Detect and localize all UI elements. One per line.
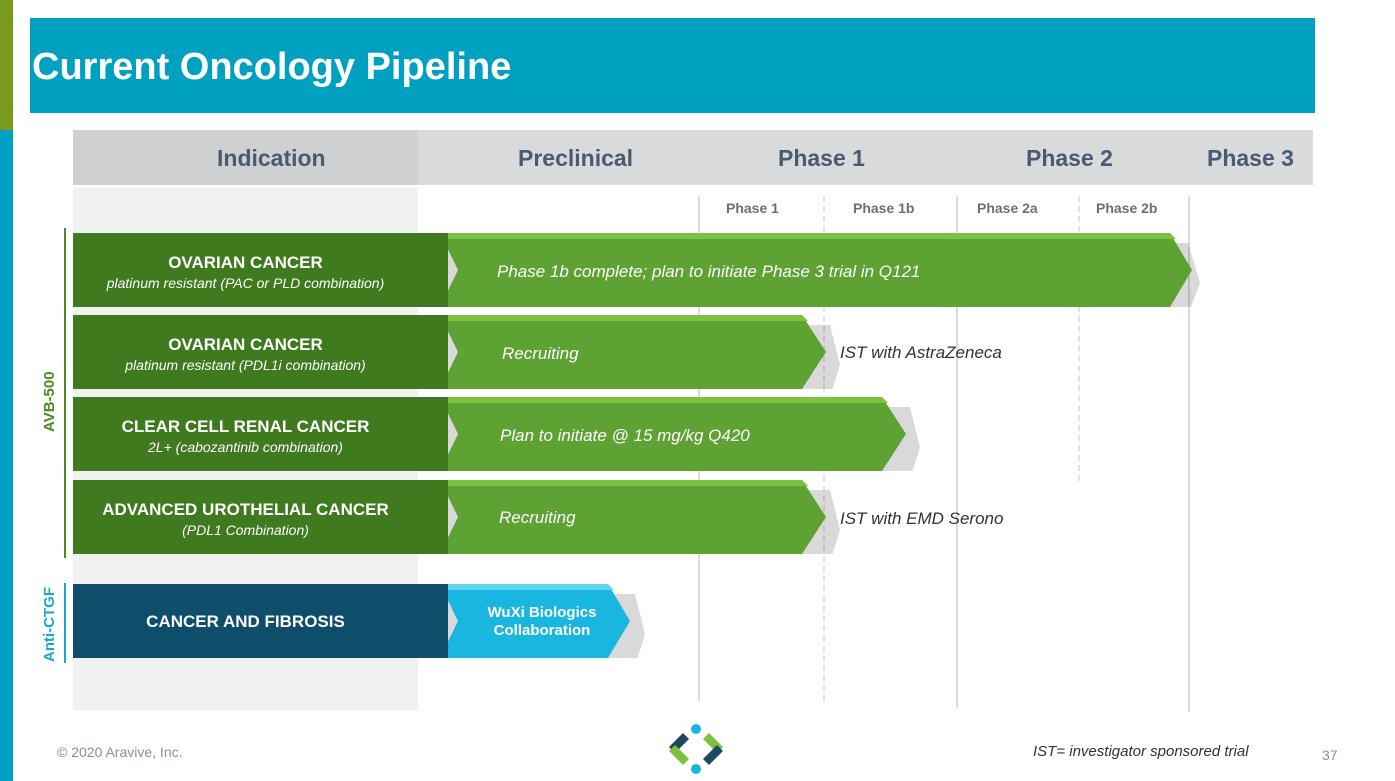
subheader-phase2a: Phase 2a	[977, 200, 1038, 216]
row5-status: WuXi Biologics Collaboration	[462, 604, 622, 640]
row4-progress-arrow	[440, 480, 840, 554]
left-accent-green	[0, 0, 13, 130]
row5-progress-arrow	[440, 584, 645, 658]
aravive-logo	[669, 724, 723, 774]
header-phase1: Phase 1	[778, 145, 865, 171]
row1-progress-arrow	[440, 233, 1200, 307]
phase2b-divider	[1078, 196, 1080, 481]
avb500-bracket	[64, 228, 66, 558]
header-preclinical: Preclinical	[518, 145, 634, 171]
row2-progress-arrow	[440, 315, 840, 389]
row5-status-line2: Collaboration	[493, 622, 591, 639]
page-number: 37	[1322, 747, 1338, 763]
anti-ctgf-label: Anti-CTGF	[41, 587, 58, 662]
avb500-label: AVB-500	[41, 371, 58, 432]
row3-indication: CLEAR CELL RENAL CANCER 2L+ (cabozantini…	[73, 397, 448, 471]
subheader-phase2b: Phase 2b	[1096, 200, 1158, 216]
row2-indication: OVARIAN CANCER platinum resistant (PDL1i…	[73, 315, 448, 389]
row2-subtitle: platinum resistant (PDL1i combination)	[125, 357, 366, 373]
header-indication: Indication	[217, 145, 326, 171]
row5-title: CANCER AND FIBROSIS	[146, 612, 345, 631]
row2-note: IST with AstraZeneca	[840, 343, 1002, 362]
row2-title: OVARIAN CANCER	[168, 335, 323, 354]
row4-indication: ADVANCED UROTHELIAL CANCER (PDL1 Combina…	[73, 480, 448, 554]
row1-indication: OVARIAN CANCER platinum resistant (PAC o…	[73, 233, 448, 307]
row3-progress-arrow	[440, 397, 920, 471]
header-phase2: Phase 2	[1026, 145, 1113, 171]
phase2-divider	[956, 196, 958, 708]
subheader-phase1b: Phase 1b	[853, 200, 915, 216]
header-phase3: Phase 3	[1207, 145, 1294, 171]
copyright: © 2020 Aravive, Inc.	[57, 744, 183, 760]
row4-status: Recruiting	[499, 508, 576, 527]
row3-subtitle: 2L+ (cabozantinib combination)	[148, 439, 343, 455]
row5-indication: CANCER AND FIBROSIS	[73, 584, 448, 658]
left-accent-blue	[0, 130, 13, 781]
row1-title: OVARIAN CANCER	[168, 253, 323, 272]
ist-footnote: IST= investigator sponsored trial	[1033, 743, 1249, 760]
row2-status: Recruiting	[502, 344, 579, 363]
page-title: Current Oncology Pipeline	[32, 46, 512, 88]
row5-status-line1: WuXi Biologics	[487, 604, 597, 621]
row1-subtitle: platinum resistant (PAC or PLD combinati…	[106, 275, 385, 291]
row4-subtitle: (PDL1 Combination)	[182, 522, 309, 538]
row4-note: IST with EMD Serono	[840, 509, 1004, 528]
anti-ctgf-bracket	[64, 583, 66, 663]
row1-status: Phase 1b complete; plan to initiate Phas…	[497, 262, 921, 281]
indication-header-cell	[73, 130, 418, 185]
row4-title: ADVANCED UROTHELIAL CANCER	[102, 500, 389, 519]
row3-status: Plan to initiate @ 15 mg/kg Q420	[500, 426, 750, 445]
phase3-divider	[1188, 196, 1190, 712]
subheader-phase1: Phase 1	[726, 200, 779, 216]
title-bar: Current Oncology Pipeline	[30, 18, 1315, 113]
row3-title: CLEAR CELL RENAL CANCER	[121, 417, 370, 436]
